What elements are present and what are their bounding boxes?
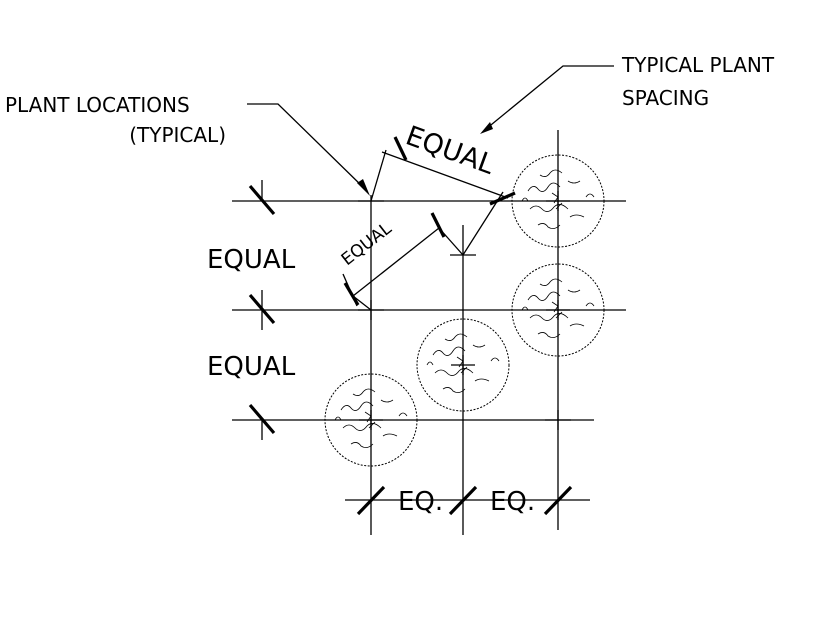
label-equal-row-upper: EQUAL bbox=[207, 245, 296, 275]
leader-typical-spacing bbox=[485, 65, 614, 130]
label-spacing: SPACING bbox=[622, 86, 709, 110]
plant-symbol bbox=[511, 263, 605, 357]
diagonal-tick bbox=[393, 136, 408, 161]
label-eq-column-right: EQ. bbox=[490, 487, 535, 517]
diagonal-tick bbox=[343, 282, 360, 306]
row-dimension-ticks bbox=[248, 180, 276, 440]
label-typical-plant-spacing: TYPICAL PLANT bbox=[621, 53, 775, 77]
label-eq-column-left: EQ. bbox=[398, 487, 443, 517]
diagonal-tick bbox=[430, 212, 446, 238]
column-dimension-ticks bbox=[356, 485, 573, 516]
extension-line bbox=[352, 295, 372, 311]
row-tick-bottom bbox=[248, 403, 276, 435]
plant-symbol bbox=[324, 373, 418, 467]
diagonal-tick bbox=[489, 191, 516, 206]
label-plant-locations-typical: (TYPICAL) bbox=[129, 123, 226, 147]
dimension-line-top bbox=[381, 151, 509, 199]
column-tick-middle bbox=[448, 485, 478, 516]
leader-plant-locations bbox=[247, 103, 365, 189]
column-tick-right bbox=[543, 485, 573, 516]
leader-arrowhead bbox=[357, 179, 370, 196]
leaders bbox=[247, 65, 614, 196]
leader-arrowhead bbox=[480, 122, 493, 134]
column-tick-left bbox=[356, 485, 386, 516]
plant-symbol bbox=[416, 318, 510, 412]
label-plant-locations: PLANT LOCATIONS bbox=[5, 93, 190, 117]
label-equal-diagonal-inner: EQUAL bbox=[338, 218, 396, 270]
grid-lines bbox=[232, 130, 626, 535]
extension-line bbox=[370, 149, 387, 202]
plant-symbol bbox=[511, 154, 605, 248]
label-equal-row-lower: EQUAL bbox=[207, 352, 296, 382]
dimension-line-inner bbox=[352, 227, 440, 297]
diagonal-dimensions bbox=[342, 136, 516, 311]
